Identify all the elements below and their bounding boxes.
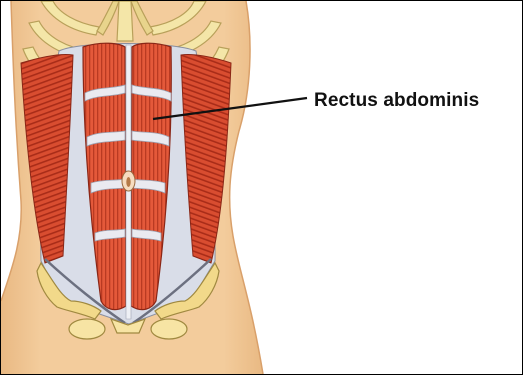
rectus-abdominis-label: Rectus abdominis [314, 90, 479, 112]
navel-icon [122, 171, 135, 191]
